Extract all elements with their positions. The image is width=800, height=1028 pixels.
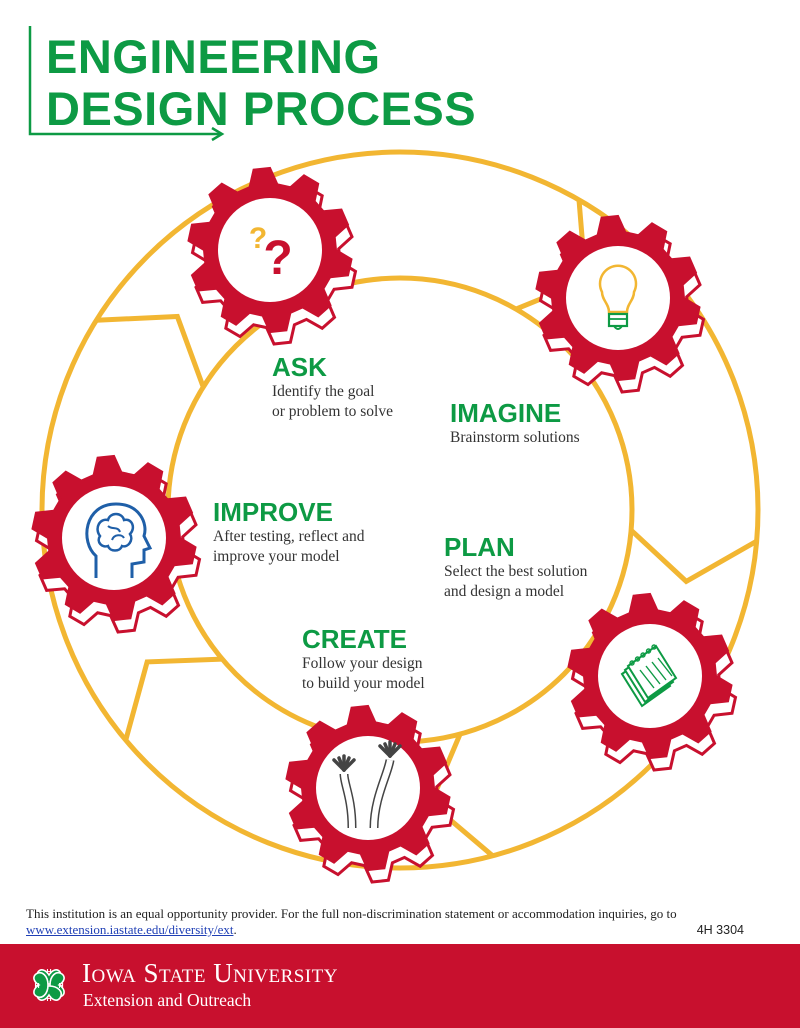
chevron-arrow-2	[629, 528, 758, 585]
title-bracket-arrow-icon	[28, 26, 225, 142]
lightbulb-icon	[598, 264, 638, 330]
step-plan-desc-1: Select the best solution	[444, 563, 588, 580]
svg-text:H: H	[34, 983, 39, 990]
step-improve: IMPROVE After testing, reflect and impro…	[213, 497, 365, 567]
step-create-heading: CREATE	[302, 624, 407, 654]
university-name: Iowa State University	[82, 958, 338, 988]
notepad-icon	[620, 644, 678, 708]
gear-plan	[567, 592, 738, 772]
title-block: ENGINEERING DESIGN PROCESS	[26, 22, 476, 144]
step-plan-heading: PLAN	[444, 532, 515, 562]
question-marks-icon: ??	[249, 222, 293, 285]
svg-text:?: ?	[263, 232, 292, 285]
step-imagine-heading: IMAGINE	[450, 398, 562, 428]
design-cycle-diagram: ??	[31, 149, 761, 884]
gear-ask: ??	[187, 166, 358, 346]
step-improve-desc-1: After testing, reflect and	[213, 528, 365, 545]
step-imagine-desc-1: Brainstorm solutions	[450, 429, 580, 446]
statement-text: This institution is an equal opportunity…	[26, 906, 677, 921]
step-improve-heading: IMPROVE	[213, 497, 333, 527]
svg-text:?: ?	[249, 222, 267, 255]
step-create: CREATE Follow your design to build your …	[302, 624, 425, 694]
title-line-2: DESIGN PROCESS	[46, 82, 477, 135]
svg-text:H: H	[58, 983, 63, 990]
step-create-desc-1: Follow your design	[302, 655, 423, 672]
chevron-arrow-5	[96, 313, 206, 388]
svg-text:H: H	[46, 996, 51, 1003]
step-ask: ASK Identify the goal or problem to solv…	[272, 352, 393, 422]
gear-create	[285, 704, 456, 884]
gear-improve	[31, 454, 202, 634]
university-subtitle: Extension and Outreach	[83, 990, 252, 1010]
title-line-1: ENGINEERING	[46, 30, 381, 83]
step-create-desc-2: to build your model	[302, 675, 425, 692]
step-ask-desc-2: or problem to solve	[272, 403, 393, 420]
link-suffix: .	[233, 922, 237, 937]
brain-head-icon	[85, 502, 153, 578]
chevron-arrow-4	[123, 656, 223, 741]
gear-group: ??	[31, 166, 738, 884]
publication-code: 4H 3304	[696, 923, 744, 937]
step-improve-desc-2: improve your model	[213, 548, 340, 565]
step-plan: PLAN Select the best solution and design…	[444, 532, 587, 602]
step-plan-desc-2: and design a model	[444, 583, 565, 600]
diversity-link[interactable]: www.extension.iastate.edu/diversity/ext	[26, 922, 234, 937]
robot-arms-icon	[332, 740, 402, 829]
step-ask-desc-1: Identify the goal	[272, 383, 375, 400]
step-imagine: IMAGINE Brainstorm solutions	[450, 398, 580, 448]
gear-imagine	[535, 214, 706, 394]
svg-text:H: H	[46, 969, 51, 976]
step-ask-heading: ASK	[272, 352, 327, 382]
equal-opportunity-statement: This institution is an equal opportunity…	[26, 906, 766, 938]
